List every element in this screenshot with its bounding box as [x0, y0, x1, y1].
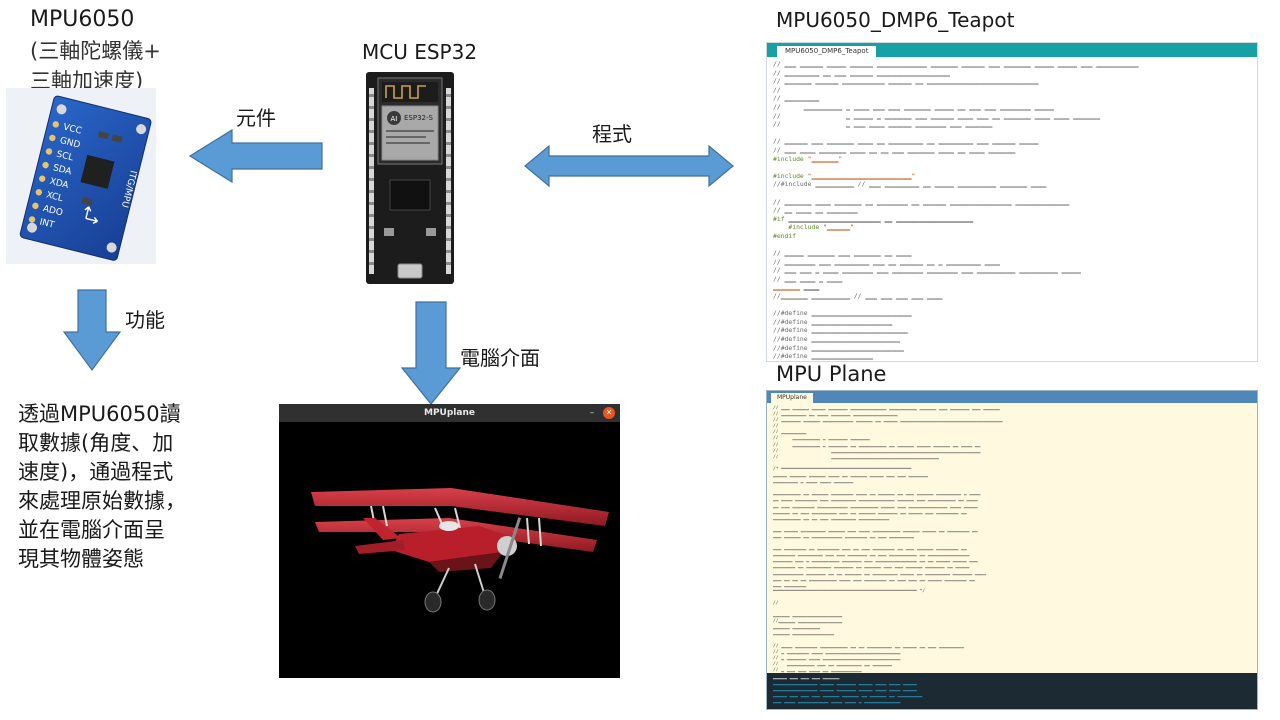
- code-texture: // ▁▁▁ ▁▁▁▁▁▁ ▁▁▁▁▁ ▁▁▁▁▁▁ ▁▁▁▁▁▁▁▁▁▁▁▁▁…: [773, 60, 1139, 361]
- mcu-title: MCU ESP32: [362, 40, 478, 64]
- description-line: 來處理原始數據，: [18, 489, 186, 513]
- pin-label: ADO: [42, 204, 64, 219]
- propeller: [498, 517, 522, 579]
- mpuplane-window: MPUplane – ✕: [279, 404, 620, 678]
- pc-interface-label: 電腦介面: [460, 346, 540, 370]
- processing-code-texture: // ▁▁▁ ▁▁▁▁▁▁ ▁▁▁▁▁ ▁▁▁▁▁▁▁ ▁▁▁▁▁▁▁▁▁▁▁▁…: [773, 406, 1003, 674]
- pc-interface-arrow: [400, 300, 462, 406]
- mpu6050-title: MPU6050: [30, 7, 135, 32]
- program-label: 程式: [592, 122, 632, 146]
- biplane-render: [311, 488, 609, 613]
- pin-label: VCC: [62, 122, 83, 136]
- esp32-board-image: AI ESP32-S: [360, 68, 460, 288]
- esp-brand: AI: [391, 115, 398, 123]
- pin-label: SCL: [55, 150, 74, 164]
- minimize-icon[interactable]: –: [589, 408, 595, 418]
- pin-label: GND: [59, 136, 82, 151]
- component-label: 元件: [236, 106, 276, 130]
- window-titlebar[interactable]: MPUplane – ✕: [279, 404, 620, 422]
- description-line: 速度)，通過程式: [18, 460, 174, 484]
- pin-label: SDA: [52, 163, 73, 177]
- mpu6050-subtitle: (三軸陀螺儀+ 三軸加速度): [30, 36, 161, 96]
- processing-tab-mpuplane[interactable]: MPUplane: [771, 393, 813, 403]
- description-line: 取數據(角度、加: [18, 431, 174, 455]
- plane-title: MPU Plane: [776, 362, 887, 386]
- mpu6050-subtitle-line1: (三軸陀螺儀+: [30, 39, 161, 63]
- description-text: 透過MPU6050讀 取數據(角度、加 速度)，通過程式 來處理原始數據， 並在…: [18, 400, 228, 574]
- window-title: MPUplane: [424, 408, 475, 418]
- tail-fin: [363, 518, 401, 540]
- description-line: 並在電腦介面呈: [18, 518, 165, 542]
- description-line: 透過MPU6050讀: [18, 402, 181, 426]
- ide-tab-bar: MPU6050_DMP6_Teapot: [767, 43, 1257, 57]
- pin-label: XCL: [45, 190, 64, 204]
- processing-console: ▁▁▁▁▁ ▁▁▁ ▁▁▁ ▁▁▁ ▁▁▁▁▁▁ ▁▁▁▁▁▁▁▁▁▁▁▁▁▁▁…: [767, 673, 1257, 709]
- processing-tab-bar: MPUplane: [767, 391, 1257, 403]
- ide-tab-teapot[interactable]: MPU6050_DMP6_Teapot: [777, 46, 877, 57]
- close-icon[interactable]: ✕: [603, 407, 615, 419]
- arduino-ide-screenshot: MPU6050_DMP6_Teapot // ▁▁▁ ▁▁▁▁▁▁ ▁▁▁▁▁ …: [766, 42, 1258, 362]
- function-label: 功能: [125, 308, 165, 332]
- mpu6050-board-image: VCC GND SCL SDA XDA XCL ADO INT ITG/MPU: [6, 88, 156, 264]
- component-arrow: [188, 128, 324, 184]
- function-arrow: [62, 288, 122, 372]
- teapot-title: MPU6050_DMP6_Teapot: [776, 8, 1015, 32]
- program-double-arrow: [523, 144, 735, 188]
- description-line: 現其物體姿態: [18, 547, 144, 571]
- upper-wing: [311, 488, 609, 526]
- pin-label: XDA: [49, 177, 71, 192]
- fuselage: [391, 526, 515, 562]
- esp-module-label: ESP32-S: [404, 114, 434, 122]
- pin-label: INT: [38, 217, 55, 230]
- processing-ide-screenshot: MPUplane // ▁▁▁ ▁▁▁▁▁▁ ▁▁▁▁▁ ▁▁▁▁▁▁▁ ▁▁▁…: [766, 390, 1258, 710]
